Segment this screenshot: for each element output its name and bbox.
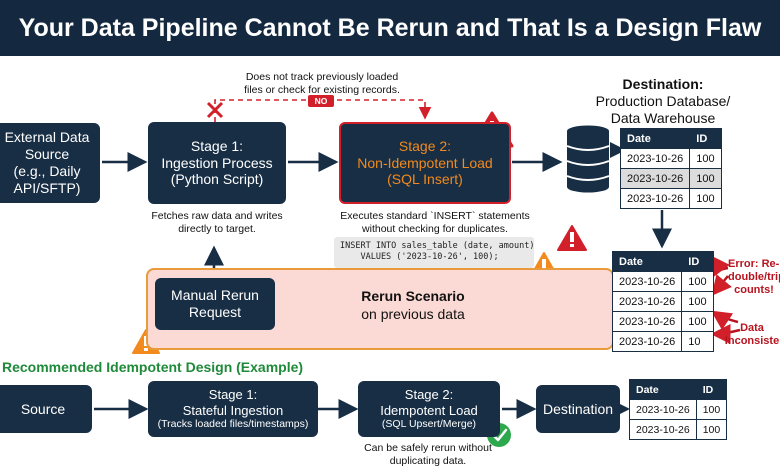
error-arrow [711, 255, 730, 279]
no-badge: NO [314, 96, 328, 106]
table-row: 2023-10-26 10 [611, 331, 714, 352]
external-source-box: External Data Source (e.g., Daily API/SF… [0, 123, 100, 203]
table-header-row: Date ID [611, 251, 714, 272]
destination-box: Destination [536, 385, 620, 433]
warning-icon [557, 225, 587, 251]
note-no-tracking: Does not track previously loaded files o… [244, 71, 400, 97]
stage2-non-idempotent-box: Stage 2: Non-Idempotent Load (SQL Insert… [339, 122, 511, 204]
sql-insert-snippet: INSERT INTO sales_table (date, amount) V… [334, 237, 534, 268]
stage1-ingestion-box: Stage 1: Ingestion Process (Python Scrip… [148, 122, 286, 204]
table-row: 2023-10-26 100 [619, 168, 722, 189]
table-header-row: Date ID [629, 379, 728, 400]
idempotent-table: Date ID 2023-10-26 100 2023-10-26 100 [629, 379, 728, 440]
inconsistent-label: Data Inconsiste [724, 322, 780, 348]
rerun-table: Date ID 2023-10-26 100 2023-10-26 100 20… [611, 251, 714, 352]
destination-heading: Destination: Production Database/ Data W… [595, 76, 731, 126]
recommended-section-title: Recommended Idempotent Design (Example) [2, 359, 304, 375]
note-stage1: Fetches raw data and writes directly to … [151, 210, 283, 236]
table-row: 2023-10-26 100 [629, 399, 728, 420]
title-bar [0, 0, 780, 56]
database-icon [566, 125, 610, 193]
source-box: Source [0, 385, 92, 433]
table-header-row: Date ID [619, 128, 722, 149]
stage1-stateful-box: Stage 1: Stateful Ingestion (Tracks load… [148, 381, 318, 437]
manual-rerun-box: Manual Rerun Request [155, 278, 275, 330]
error-arrow [710, 323, 741, 344]
page-title: Your Data Pipeline Cannot Be Rerun and T… [18, 14, 762, 42]
no-badge-bg [308, 95, 334, 107]
rerun-scenario-label: Rerun Scenario on previous data [361, 288, 465, 322]
table-row: 2023-10-26 100 [619, 148, 722, 169]
stage2-idempotent-box: Stage 2: Idempotent Load (SQL Upsert/Mer… [358, 381, 500, 437]
note-safe-rerun: Can be safely rerun without duplicating … [364, 442, 492, 468]
table-row: 2023-10-26 100 [629, 419, 728, 440]
table-row: 2023-10-26 100 [611, 311, 714, 332]
note-stage2: Executes standard `INSERT` statements wi… [340, 210, 530, 236]
table-row: 2023-10-26 100 [611, 271, 714, 292]
error-label: Error: Re-ru double/trip counts! [728, 258, 780, 297]
error-arrow [711, 274, 732, 296]
error-arrow [710, 310, 739, 331]
x-mark-icon [206, 101, 224, 119]
table-row: 2023-10-26 100 [611, 291, 714, 312]
table-row: 2023-10-26 100 [619, 188, 722, 209]
destination-table: Date ID 2023-10-26 100 2023-10-26 100 20… [619, 128, 722, 209]
